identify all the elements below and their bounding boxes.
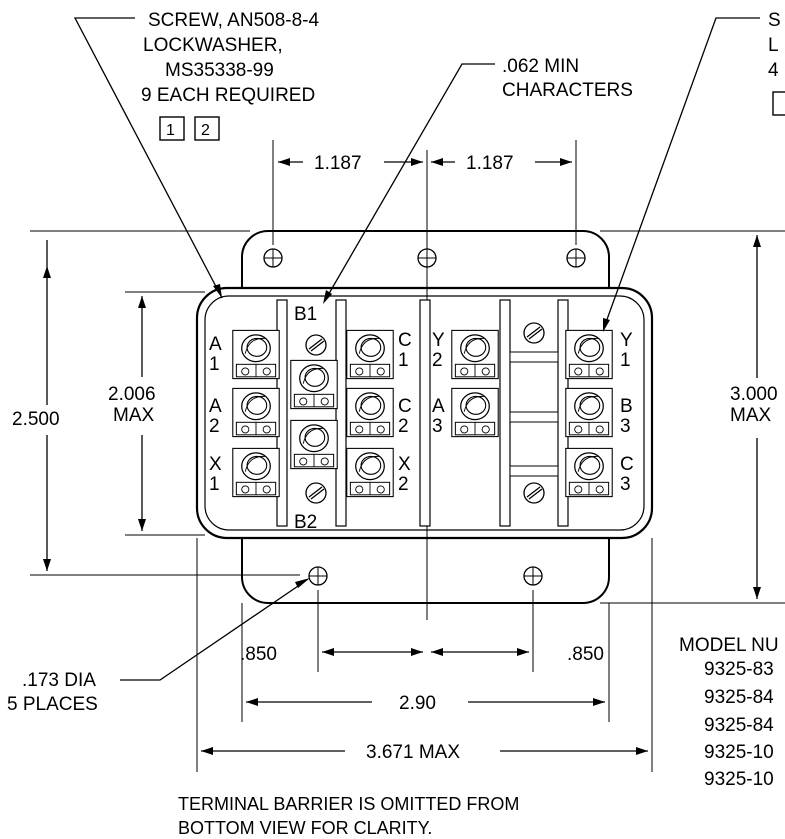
- label-c2-letter: C: [398, 396, 412, 417]
- label-a3-letter: A: [432, 396, 445, 417]
- label-y1-letter: Y: [620, 330, 633, 351]
- terminal-icon: [233, 388, 279, 436]
- terminal-icon: [291, 360, 337, 408]
- screw-note-line-3: MS35338-99: [165, 60, 274, 81]
- dim-left-inner-max: MAX: [113, 405, 155, 426]
- terminal-icon: [566, 330, 612, 378]
- characters-note-line-1: .062 MIN: [502, 56, 579, 77]
- label-a3-number: 3: [432, 416, 443, 437]
- label-a2-letter: A: [209, 396, 222, 417]
- label-c3-number: 3: [620, 474, 631, 495]
- screw-ref-1: 1: [166, 122, 175, 139]
- model-number-4: 9325-10: [704, 742, 774, 763]
- label-b3-letter: B: [620, 396, 633, 417]
- hole-icon: [263, 248, 283, 268]
- terminal-icon: [233, 330, 279, 378]
- label-c3-letter: C: [620, 454, 634, 475]
- terminal-labels: B1 B2 A 1 A 2 X 1 C 1 C 2 X 2 Y 2 A 3 Y …: [209, 304, 634, 533]
- right-note-line-2: L: [768, 35, 779, 56]
- label-c1-number: 1: [398, 350, 409, 371]
- characters-note-line-2: CHARACTERS: [502, 80, 633, 101]
- label-y1-number: 1: [620, 350, 631, 371]
- slotted-screw-icon: [523, 322, 545, 344]
- screw-note: SCREW, AN508-8-4 LOCKWASHER, MS35338-99 …: [73, 10, 319, 299]
- hole-note: .173 DIA 5 PLACES: [7, 578, 310, 715]
- screw-note-line-4: 9 EACH REQUIRED: [141, 85, 315, 106]
- label-y2-number: 2: [432, 350, 443, 371]
- slotted-screw-icon: [305, 334, 327, 356]
- label-b2: B2: [294, 512, 317, 533]
- terminal-icon: [347, 388, 393, 436]
- slotted-screw-icon: [523, 482, 545, 504]
- label-y2-letter: Y: [432, 330, 445, 351]
- right-note-line-1: S: [768, 10, 781, 31]
- label-b1: B1: [294, 304, 317, 325]
- characters-note: .062 MIN CHARACTERS: [323, 56, 633, 304]
- hole-icon: [417, 248, 437, 268]
- right-partial-note: S L 4: [603, 10, 785, 332]
- right-note-line-3: 4: [768, 60, 779, 81]
- dimension-left: 2.500 2.006 MAX: [12, 230, 300, 576]
- dim-top-left: 1.187: [314, 153, 362, 174]
- dim-bottom-right: .850: [567, 644, 604, 665]
- dimension-bottom: .850 .850 2.90 3.671 MAX: [196, 538, 653, 772]
- label-x1-number: 1: [209, 474, 220, 495]
- terminal-icon: [452, 330, 498, 378]
- barrier-note-line-2: BOTTOM VIEW FOR CLARITY.: [178, 818, 432, 838]
- terminal-icon: [452, 388, 498, 436]
- label-a1-letter: A: [209, 334, 222, 355]
- screw-note-line-2: LOCKWASHER,: [143, 35, 283, 56]
- label-b3-number: 3: [620, 416, 631, 437]
- model-number-list: MODEL NU 9325-83 9325-84 9325-84 9325-10…: [679, 635, 779, 790]
- hole-icon: [566, 248, 586, 268]
- barrier-note: TERMINAL BARRIER IS OMITTED FROM BOTTOM …: [178, 794, 519, 838]
- hole-icon: [523, 566, 543, 586]
- terminal-icon: [291, 420, 337, 468]
- screw-ref-2: 2: [201, 122, 210, 139]
- model-number-5: 9325-10: [704, 769, 774, 790]
- terminal-icon: [347, 330, 393, 378]
- terminal-icon: [233, 448, 279, 496]
- model-number-3: 9325-84: [704, 715, 774, 736]
- dim-top-right: 1.187: [466, 153, 514, 174]
- dim-left-inner-value: 2.006: [108, 384, 156, 405]
- model-number-1: 9325-83: [704, 659, 774, 680]
- dim-left-outer: 2.500: [12, 409, 60, 430]
- dim-right-value: 3.000: [730, 384, 778, 405]
- model-header: MODEL NU: [679, 635, 779, 656]
- terminal-icon: [566, 388, 612, 436]
- dimension-top: 1.187 1.187: [278, 153, 572, 174]
- dim-bottom-left: .850: [240, 644, 277, 665]
- label-x1-letter: X: [209, 454, 222, 475]
- dim-bottom-mid: 2.90: [399, 693, 436, 714]
- dim-bottom-overall: 3.671 MAX: [366, 742, 460, 763]
- screw-note-line-1: SCREW, AN508-8-4: [148, 10, 319, 31]
- label-x2-number: 2: [398, 474, 409, 495]
- terminal-icon: [566, 448, 612, 496]
- label-c2-number: 2: [398, 416, 409, 437]
- slotted-screw-icon: [305, 482, 327, 504]
- hole-note-line-2: 5 PLACES: [7, 694, 98, 715]
- barrier-strips: [276, 299, 569, 527]
- label-c1-letter: C: [398, 330, 412, 351]
- dim-right-max: MAX: [730, 405, 772, 426]
- dimension-right: 3.000 MAX: [600, 230, 785, 604]
- model-number-2: 9325-84: [704, 687, 774, 708]
- barrier-note-line-1: TERMINAL BARRIER IS OMITTED FROM: [178, 794, 519, 814]
- hole-icon: [308, 566, 328, 586]
- label-a2-number: 2: [209, 416, 220, 437]
- label-x2-letter: X: [398, 454, 411, 475]
- label-a1-number: 1: [209, 354, 220, 375]
- hole-note-line-1: .173 DIA: [22, 670, 96, 691]
- terminal-icon: [347, 448, 393, 496]
